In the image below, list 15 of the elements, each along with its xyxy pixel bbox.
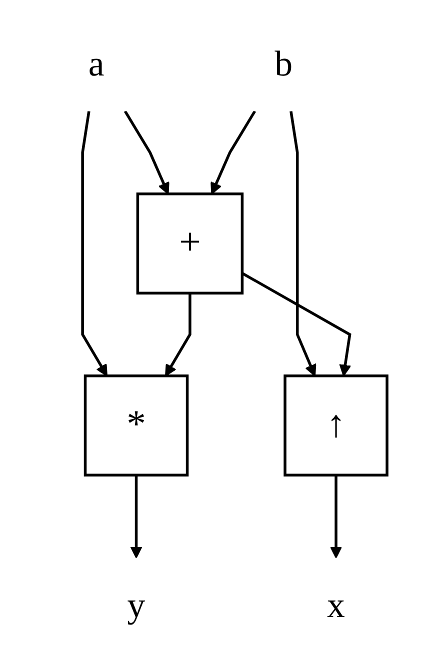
- arrow: [242, 272, 352, 376]
- arrow: [211, 110, 256, 194]
- node-text: y: [128, 585, 146, 626]
- node-box: +: [136, 192, 244, 295]
- arrow: [130, 475, 143, 558]
- node-box: ↑: [284, 374, 389, 476]
- arrow: [330, 475, 343, 558]
- node-text: a: [88, 44, 105, 84]
- arrow: [82, 110, 108, 376]
- arrow: [124, 110, 170, 194]
- node-text: x: [328, 585, 346, 626]
- node-text: b: [275, 44, 293, 84]
- arrow: [165, 293, 192, 376]
- node-box: *: [84, 374, 190, 476]
- arrow: [290, 110, 317, 376]
